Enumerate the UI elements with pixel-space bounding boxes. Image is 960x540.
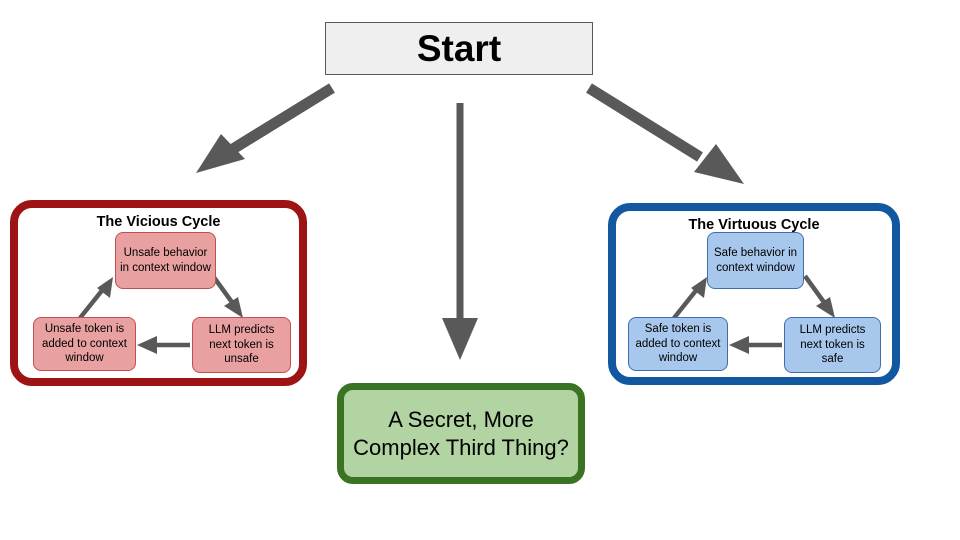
virtuous-node-right: LLM predicts next token is safe: [784, 317, 881, 373]
start-node-label: Start: [416, 28, 502, 69]
virtuous-node-left: Safe token is added to context window: [628, 317, 728, 371]
vicious-node-left-label: Unsafe token is added to context window: [41, 322, 128, 365]
virtuous-node-right-label: LLM predicts next token is safe: [799, 323, 866, 366]
virtuous-node-left-label: Safe token is added to context window: [635, 322, 721, 365]
virtuous-node-top: Safe behavior in context window: [707, 232, 804, 289]
virtuous-node-top-label: Safe behavior in context window: [713, 246, 798, 274]
arrow-start-to-vicious: [196, 83, 335, 173]
vicious-node-top: Unsafe behavior in context window: [115, 232, 216, 289]
arrow-start-to-virtuous: [586, 83, 744, 184]
arrow-start-to-third-thing: [442, 103, 478, 360]
vicious-node-top-label: Unsafe behavior in context window: [120, 246, 211, 274]
vicious-node-right: LLM predicts next token is unsafe: [192, 317, 291, 373]
third-thing-label: A Secret, More Complex Third Thing?: [353, 407, 569, 460]
third-thing-node: A Secret, More Complex Third Thing?: [337, 383, 585, 484]
virtuous-cycle-title: The Virtuous Cycle: [688, 217, 820, 233]
vicious-node-right-label: LLM predicts next token is unsafe: [208, 323, 275, 366]
vicious-cycle-title: The Vicious Cycle: [96, 214, 221, 230]
vicious-node-left: Unsafe token is added to context window: [33, 317, 136, 371]
start-node: Start: [325, 22, 593, 75]
